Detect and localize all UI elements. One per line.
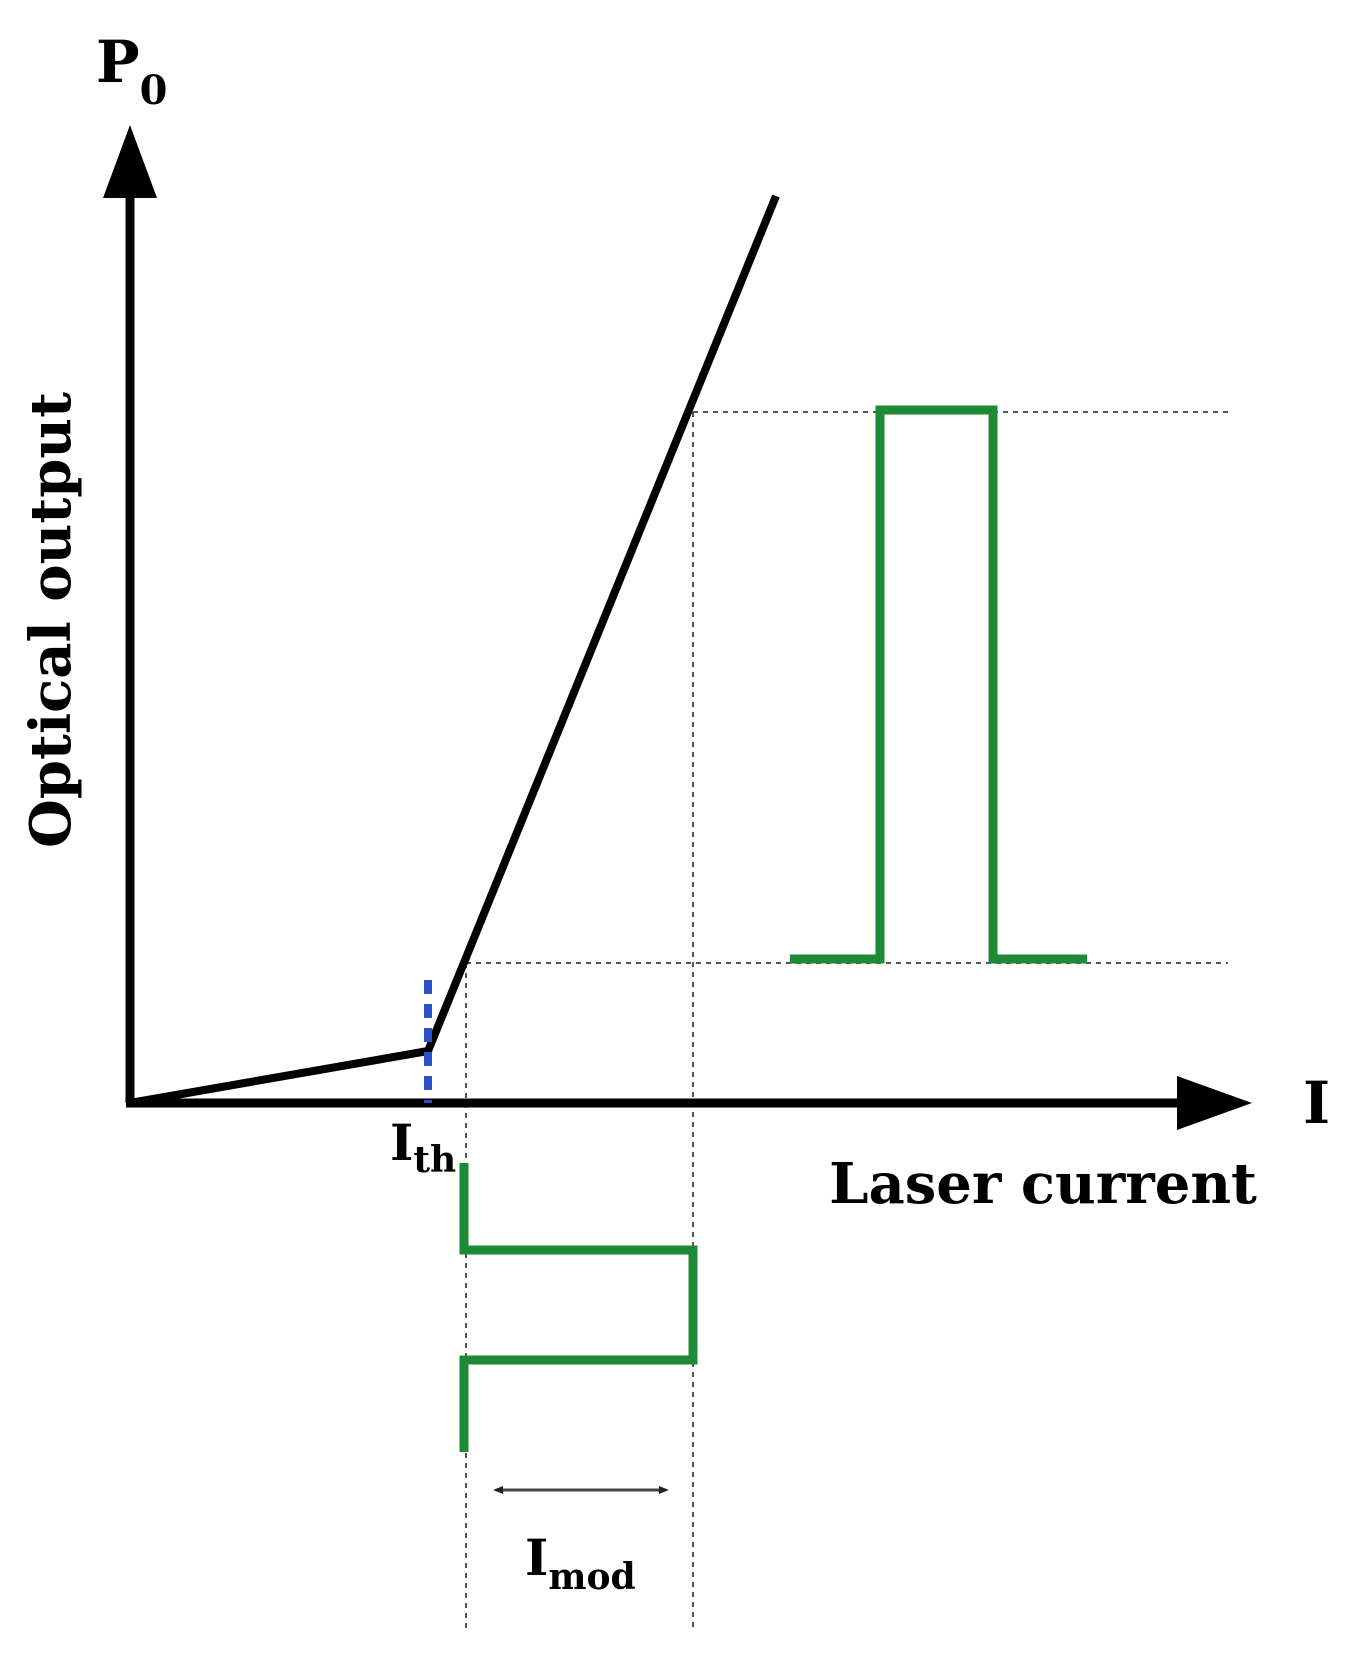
li-curve [129,194,780,1107]
threshold-label: Ith [390,1113,456,1181]
modulation-label: Imod [525,1528,636,1598]
y-axis-symbol: P0 [96,28,167,114]
input-current-pulse [459,1163,698,1452]
y-axis-title: Optical output [18,392,84,848]
x-axis-title: Laser current [829,1151,1257,1217]
x-axis-symbol: I [1303,1069,1330,1137]
y-axis-arrowhead [103,125,157,198]
output-pulse [790,405,1087,964]
x-axis-arrowhead [1177,1076,1252,1130]
